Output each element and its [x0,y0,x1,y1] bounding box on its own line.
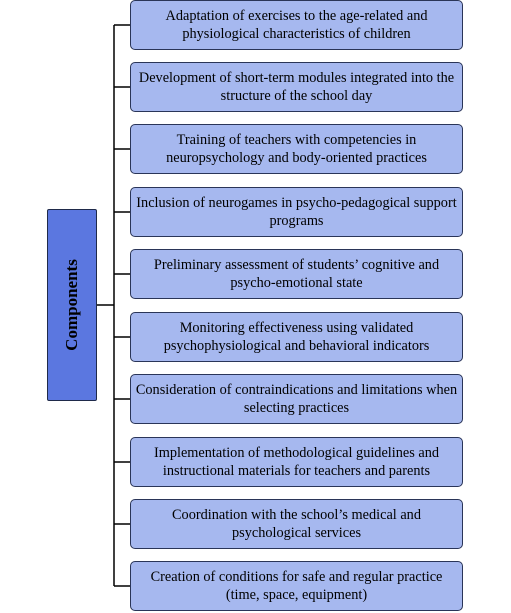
component-label: Inclusion of neurogames in psycho-pedago… [136,195,457,229]
component-box: Adaptation of exercises to the age-relat… [130,0,463,50]
component-box: Consideration of contraindications and l… [130,374,463,424]
root-node: Components [47,209,97,401]
component-box: Training of teachers with competencies i… [130,124,463,174]
component-label: Implementation of methodological guideli… [153,445,440,479]
component-label: Monitoring effectiveness using validated… [163,320,430,354]
component-box: Implementation of methodological guideli… [130,437,463,487]
component-label: Coordination with the school’s medical a… [172,507,421,541]
root-label: Components [62,259,81,351]
component-box: Inclusion of neurogames in psycho-pedago… [130,187,463,237]
component-label: Consideration of contraindications and l… [135,382,458,416]
component-label: Adaptation of exercises to the age-relat… [165,8,428,42]
component-label: Development of short-term modules integr… [138,70,455,104]
component-box: Monitoring effectiveness using validated… [130,312,463,362]
component-box: Development of short-term modules integr… [130,62,463,112]
component-box: Coordination with the school’s medical a… [130,499,463,549]
component-box: Creation of conditions for safe and regu… [130,561,463,611]
component-box: Preliminary assessment of students’ cogn… [130,249,463,299]
component-label: Preliminary assessment of students’ cogn… [153,257,440,291]
component-label: Creation of conditions for safe and regu… [150,569,443,603]
component-label: Training of teachers with competencies i… [166,132,427,166]
